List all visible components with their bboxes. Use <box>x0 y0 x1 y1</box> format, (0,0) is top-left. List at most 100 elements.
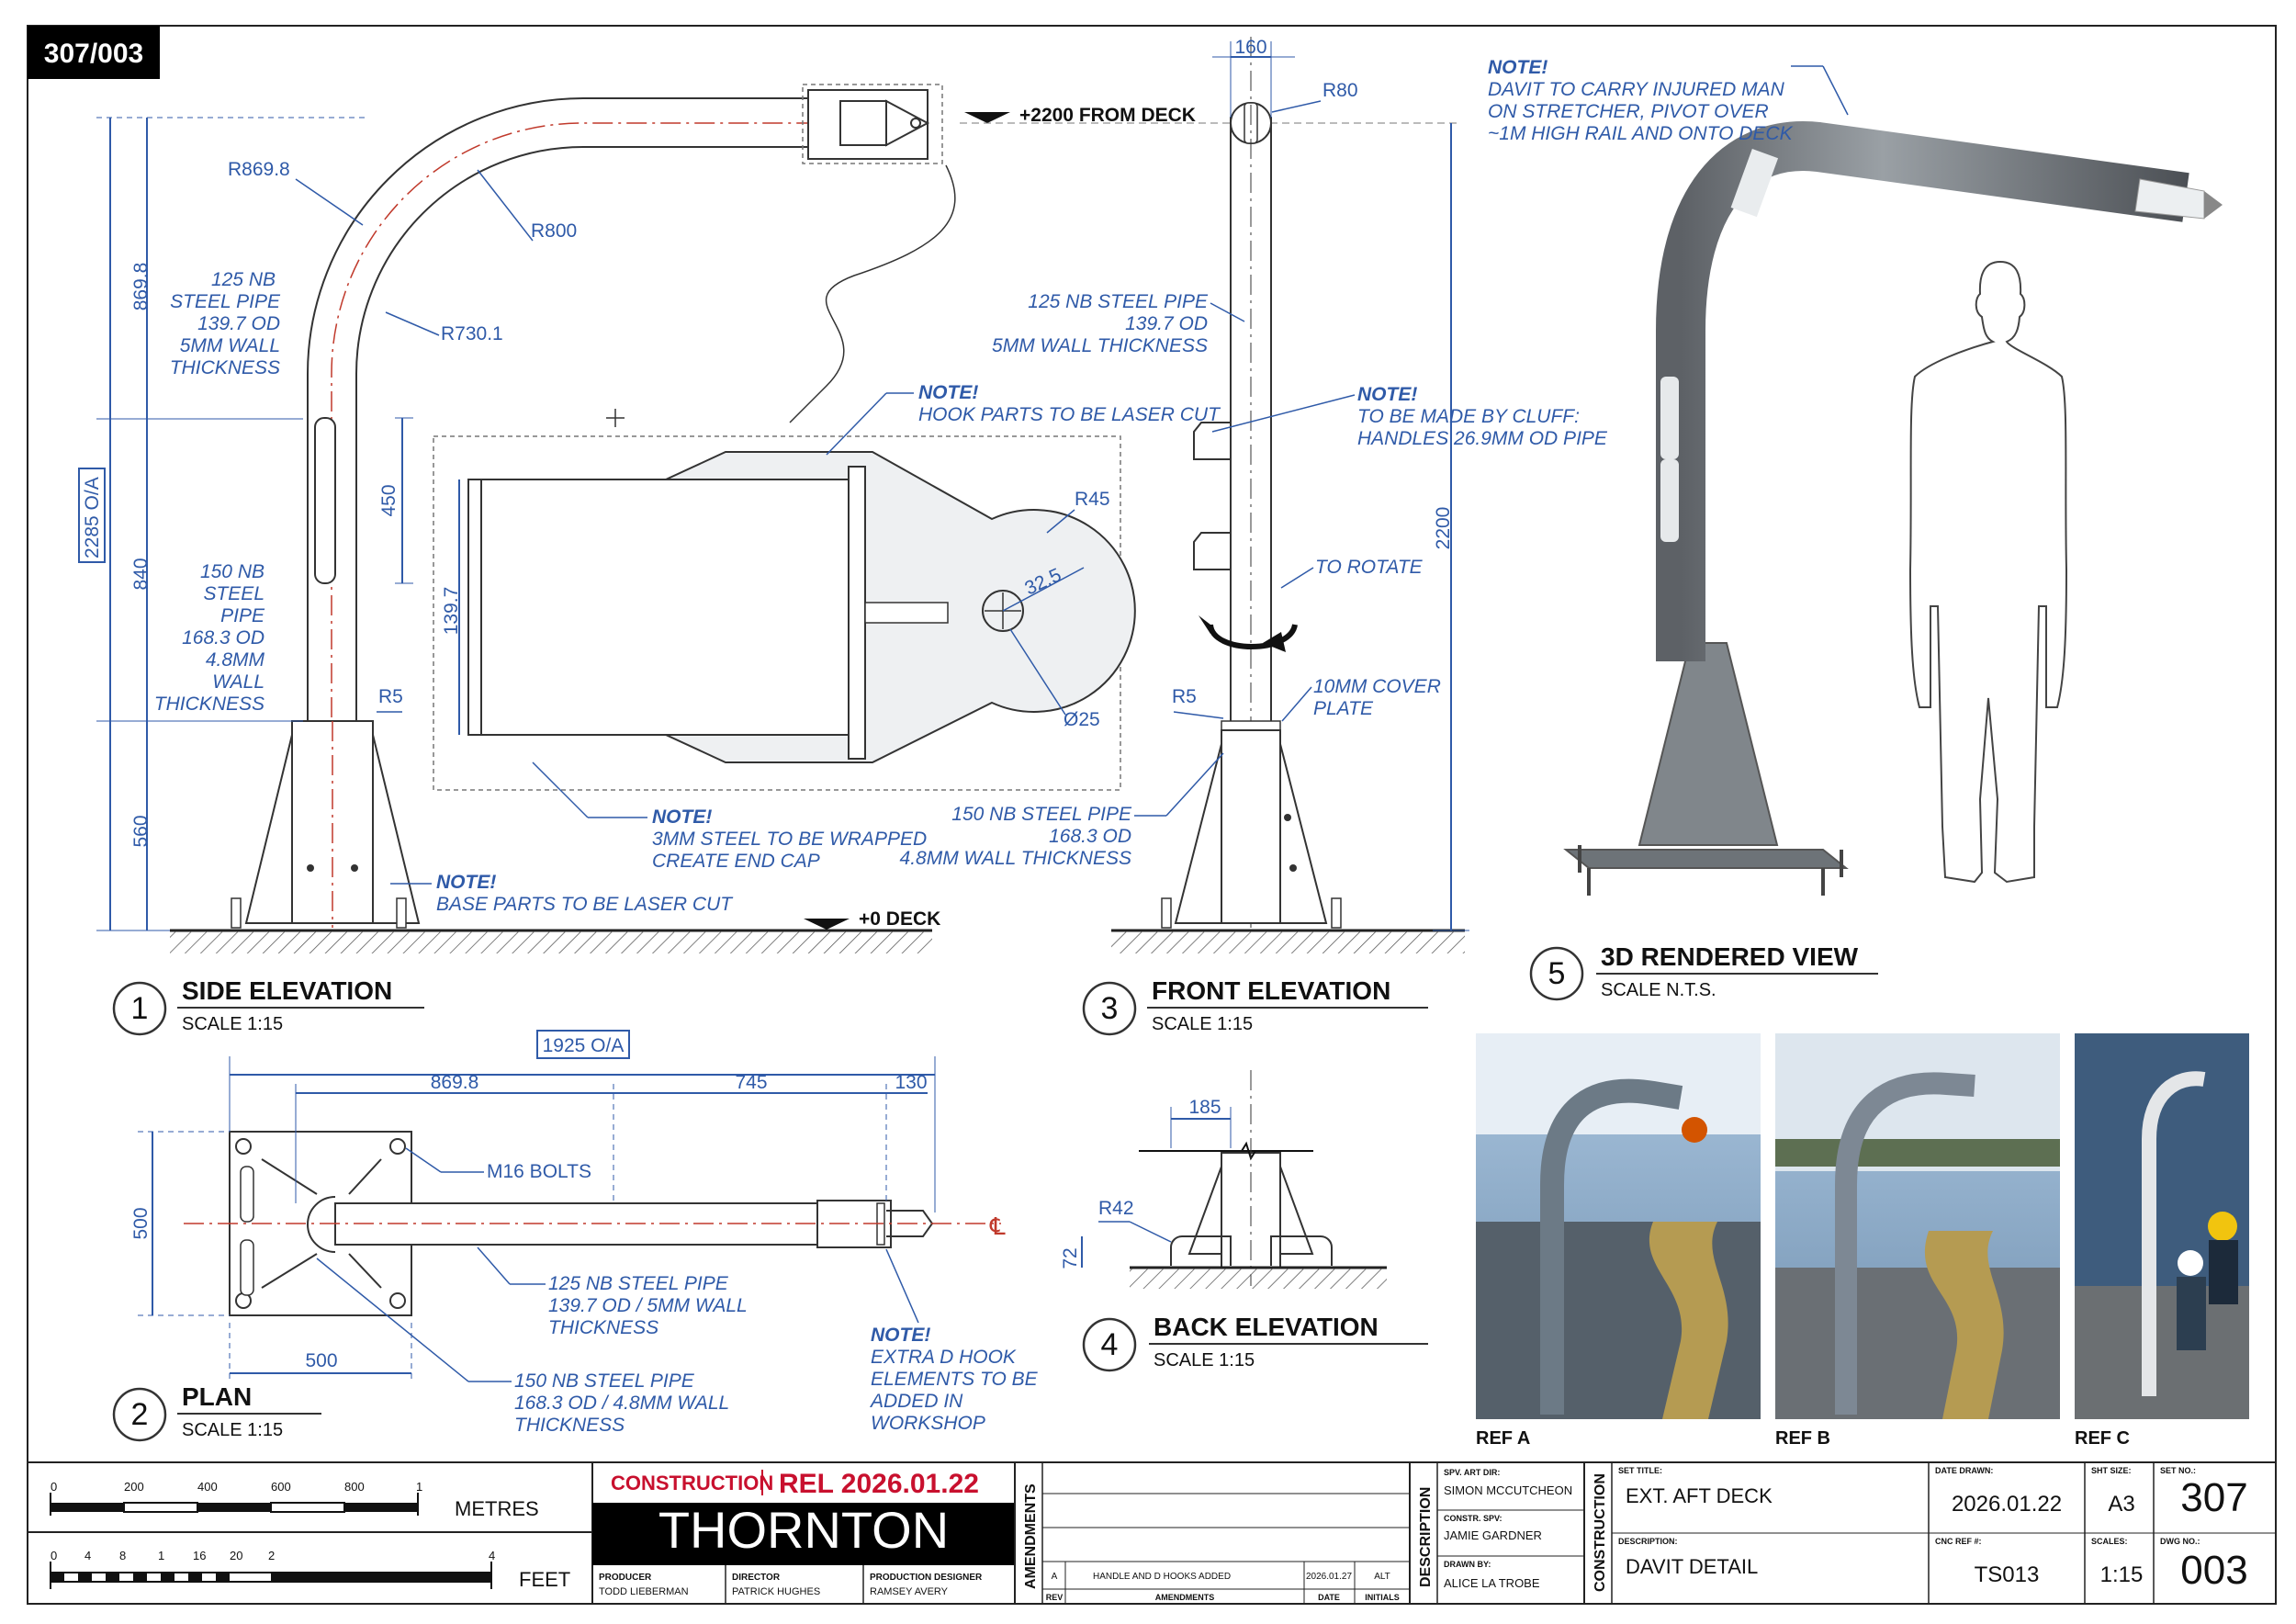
svg-text:NOTE!: NOTE! <box>1488 57 1548 78</box>
svg-text:BASE PARTS TO BE LASER CUT: BASE PARTS TO BE LASER CUT <box>436 894 734 915</box>
svg-text:20: 20 <box>230 1549 242 1562</box>
designer-name: RAMSEY AVERY <box>870 1586 949 1597</box>
svg-text:4.8MM: 4.8MM <box>206 649 265 671</box>
svg-text:AMENDMENTS: AMENDMENTS <box>1155 1593 1215 1602</box>
svg-text:PLATE: PLATE <box>1313 698 1374 719</box>
svg-text:0: 0 <box>51 1549 57 1562</box>
svg-text:ELEMENTS TO BE: ELEMENTS TO BE <box>871 1369 1039 1390</box>
cover-plate-note: 10MM COVER PLATE <box>1281 676 1441 722</box>
svg-text:125 NB: 125 NB <box>211 269 276 290</box>
side-elevation-view: 2285 O/A 869.8 840 560 450 R869.8 R800 R… <box>78 84 1460 1036</box>
dim-overall-height: 2285 O/A <box>82 477 103 558</box>
deck-label: +0 DECK <box>859 908 940 930</box>
ref-photo-c <box>2075 1033 2249 1419</box>
dim-r5-front: R5 <box>1172 686 1197 707</box>
svg-text:DWG NO.:: DWG NO.: <box>2160 1537 2200 1546</box>
svg-text:600: 600 <box>271 1480 291 1494</box>
svg-text:CREATE END CAP: CREATE END CAP <box>652 851 820 872</box>
svg-text:EXTRA D HOOK: EXTRA D HOOK <box>871 1347 1017 1368</box>
constr-spv: JAMIE GARDNER <box>1444 1528 1542 1542</box>
view-title-front: FRONT ELEVATION <box>1152 976 1390 1005</box>
svg-text:NOTE!: NOTE! <box>436 872 496 893</box>
svg-text:DESCRIPTION:: DESCRIPTION: <box>1618 1537 1678 1546</box>
title-block: 0 200 400 600 800 1 METRES 0 4 8 1 16 20… <box>27 1461 2277 1605</box>
svg-text:THICKNESS: THICKNESS <box>170 357 280 378</box>
ref-b-label: REF B <box>1775 1428 1830 1449</box>
svg-text:16: 16 <box>193 1549 206 1562</box>
view-scale-render: SCALE N.T.S. <box>1601 980 1716 1000</box>
svg-text:INITIALS: INITIALS <box>1365 1593 1400 1602</box>
svg-text:168.3 OD: 168.3 OD <box>182 627 264 648</box>
svg-text:HOOK PARTS TO BE LASER CUT: HOOK PARTS TO BE LASER CUT <box>918 404 1221 425</box>
dim-450: 450 <box>378 484 400 516</box>
svg-text:SPV. ART DIR:: SPV. ART DIR: <box>1444 1468 1500 1477</box>
dim-2200: 2200 <box>1433 507 1454 550</box>
svg-text:1: 1 <box>416 1480 422 1494</box>
back-elevation-view: 185 R42 72 4 BACK ELEVATION SCALE 1:15 <box>1060 1070 1428 1372</box>
dim-r80: R80 <box>1322 80 1358 101</box>
svg-text:STEEL: STEEL <box>203 583 264 604</box>
front-elevation-view: 160 R80 2200 R5 125 NB STEEL PIPE 139.7 … <box>900 37 1608 1036</box>
svg-text:3MM STEEL TO BE WRAPPED: 3MM STEEL TO BE WRAPPED <box>652 829 927 850</box>
view-title-plan: PLAN <box>182 1382 252 1411</box>
height-label: +2200 FROM DECK <box>1019 105 1196 126</box>
svg-text:ON STRETCHER, PIVOT OVER: ON STRETCHER, PIVOT OVER <box>1488 101 1769 122</box>
dim-plan-869: 869.8 <box>431 1072 479 1093</box>
note-end-cap: NOTE! 3MM STEEL TO BE WRAPPED CREATE END… <box>532 761 927 872</box>
dim-r869: R869.8 <box>228 159 290 180</box>
view-number-1: 1 <box>131 991 149 1026</box>
svg-text:DIRECTOR: DIRECTOR <box>732 1573 781 1583</box>
svg-text:125 NB STEEL PIPE: 125 NB STEEL PIPE <box>1028 291 1209 312</box>
view-number-5: 5 <box>1548 956 1566 991</box>
svg-text:CONSTR. SPV:: CONSTR. SPV: <box>1444 1514 1503 1523</box>
svg-text:SET NO.:: SET NO.: <box>2160 1466 2196 1475</box>
dim-w500: 500 <box>305 1350 337 1371</box>
amendments-side-label: AMENDMENTS <box>1023 1483 1039 1589</box>
rotate-label: TO ROTATE <box>1315 557 1424 578</box>
ref-a-label: REF A <box>1476 1428 1530 1449</box>
pipe150-note-side: 150 NB STEEL PIPE 168.3 OD 4.8MM WALL TH… <box>154 561 265 715</box>
svg-text:ADDED IN: ADDED IN <box>869 1391 963 1412</box>
svg-text:150 NB: 150 NB <box>200 561 264 582</box>
view-scale-back: SCALE 1:15 <box>1154 1350 1255 1370</box>
plan-view: ℄ 1925 O/A 869.8 745 130 500 500 M16 BOL… <box>112 1030 1039 1442</box>
pipe150-note-front: 150 NB STEEL PIPE 168.3 OD 4.8MM WALL TH… <box>900 752 1224 869</box>
dim-745: 745 <box>735 1072 767 1093</box>
svg-text:139.7 OD / 5MM WALL: 139.7 OD / 5MM WALL <box>548 1295 748 1316</box>
svg-text:168.3 OD: 168.3 OD <box>1049 826 1131 847</box>
construction-side-label: CONSTRUCTION <box>1593 1473 1608 1592</box>
pipe125-note-side: 125 NB STEEL PIPE 139.7 OD 5MM WALL THIC… <box>170 269 281 378</box>
view-scale-plan: SCALE 1:15 <box>182 1420 283 1440</box>
svg-text:STEEL PIPE: STEEL PIPE <box>170 291 281 312</box>
svg-text:4.8MM WALL THICKNESS: 4.8MM WALL THICKNESS <box>900 848 1131 869</box>
view-number-4: 4 <box>1101 1327 1119 1362</box>
svg-text:5MM WALL: 5MM WALL <box>180 335 280 356</box>
sheet-size: A3 <box>2108 1492 2134 1517</box>
set-title: EXT. AFT DECK <box>1626 1484 1773 1507</box>
svg-text:NOTE!: NOTE! <box>918 382 978 403</box>
svg-text:PIPE: PIPE <box>220 605 265 626</box>
ref-c-label: REF C <box>2075 1428 2130 1449</box>
note-hook-laser: NOTE! HOOK PARTS TO BE LASER CUT <box>826 382 1221 456</box>
dim-139-7: 139.7 <box>441 587 462 636</box>
view-scale-front: SCALE 1:15 <box>1152 1014 1253 1034</box>
amend-rev: A <box>1052 1572 1058 1582</box>
svg-text:CNC REF #:: CNC REF #: <box>1935 1537 1982 1546</box>
dim-1925: 1925 O/A <box>543 1035 625 1056</box>
svg-text:800: 800 <box>344 1480 365 1494</box>
view-number-3: 3 <box>1101 991 1119 1026</box>
svg-text:400: 400 <box>197 1480 218 1494</box>
ref-photo-b <box>1775 1033 2060 1419</box>
set-number: 307 <box>2180 1475 2247 1520</box>
view-title-side: SIDE ELEVATION <box>182 976 392 1005</box>
sheet-code-tag <box>28 26 160 79</box>
svg-text:NOTE!: NOTE! <box>1357 384 1417 405</box>
drawn-by: ALICE LA TROBE <box>1444 1576 1540 1590</box>
svg-text:125 NB STEEL PIPE: 125 NB STEEL PIPE <box>548 1273 729 1294</box>
svg-text:2: 2 <box>268 1549 275 1562</box>
producer-name: TODD LIEBERMAN <box>599 1586 689 1597</box>
scale-bar: 0 200 400 600 800 1 METRES 0 4 8 1 16 20… <box>28 1480 592 1591</box>
amend-date: 2026.01.27 <box>1306 1572 1352 1582</box>
dim-840: 840 <box>130 558 152 590</box>
